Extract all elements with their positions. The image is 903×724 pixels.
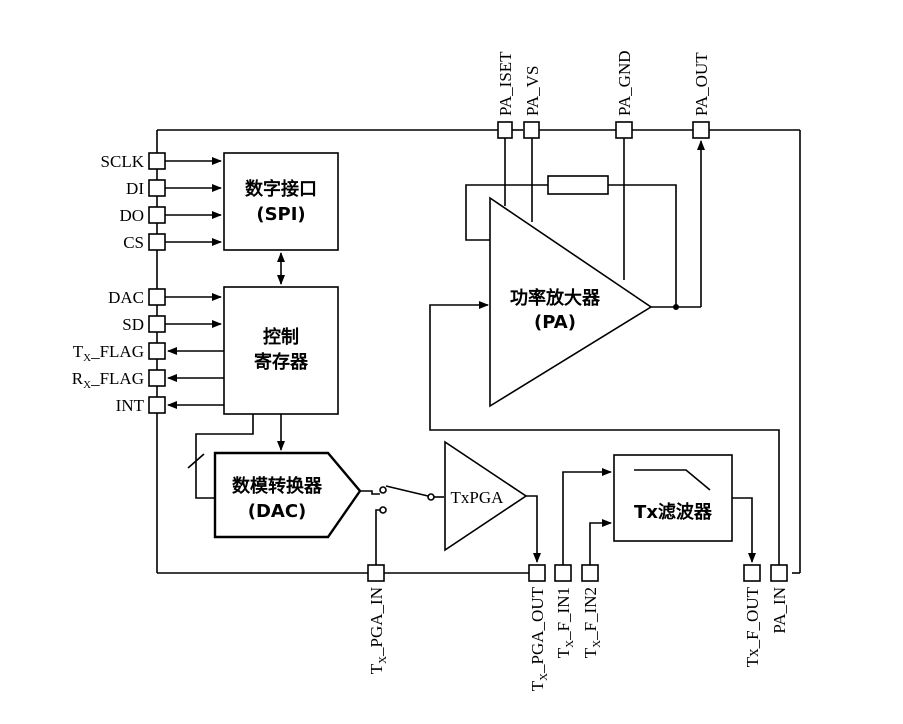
lowpass-icon xyxy=(634,469,711,491)
label-dac: DAC xyxy=(108,288,144,307)
switch-common xyxy=(427,493,435,501)
label-do: DO xyxy=(119,206,144,225)
dac-label: 数模转换器 xyxy=(232,475,323,497)
label-di: DI xyxy=(126,179,144,198)
label-int: INT xyxy=(116,396,145,415)
label-tx-pga-in: TX_PGA_IN xyxy=(367,587,389,674)
pin-pa-in[interactable] xyxy=(770,564,788,582)
pin-tx-pga-out[interactable] xyxy=(528,564,546,582)
pin-tx-f-out[interactable] xyxy=(743,564,761,582)
top-pins: PA_ISET PA_VS PA_GND PA_OUT xyxy=(496,50,711,139)
dac-block: 数模转换器 (DAC) xyxy=(213,451,362,539)
register-label: 控制 xyxy=(263,326,299,348)
label-tx-f-in2: TX_F_IN2 xyxy=(581,587,603,658)
switch-contact-a xyxy=(379,486,387,494)
txpga-label: TxPGA xyxy=(451,488,505,507)
label-cs: CS xyxy=(123,233,144,252)
spi-label: 数字接口 xyxy=(245,178,317,200)
pin-sd[interactable] xyxy=(148,315,166,333)
spi-block: 数字接口 (SPI) xyxy=(223,152,339,251)
label-tx-pga-out: TX_PGA_OUT xyxy=(528,586,550,691)
pin-pa-out[interactable] xyxy=(692,121,710,139)
filter-label: Tx滤波器 xyxy=(634,501,713,523)
pin-tx-flag[interactable] xyxy=(148,342,166,360)
label-pa-out: PA_OUT xyxy=(692,52,711,116)
pin-pa-iset[interactable] xyxy=(497,121,513,139)
pin-tx-pga-in[interactable] xyxy=(367,564,385,582)
chip-outline xyxy=(156,129,801,574)
spi-label-sub: (SPI) xyxy=(256,204,305,225)
pin-cs[interactable] xyxy=(148,233,166,251)
pin-dac[interactable] xyxy=(148,288,166,306)
left-pins: SCLK DI DO CS DAC SD TX_FLAG RX_FLAG INT xyxy=(72,152,166,415)
pa-label: 功率放大器 xyxy=(510,287,601,309)
label-rx-flag: RX_FLAG xyxy=(72,369,144,391)
switch-blade xyxy=(385,485,429,497)
pin-di[interactable] xyxy=(148,179,166,197)
pin-pa-gnd[interactable] xyxy=(615,121,633,139)
tx-filter-block: Tx滤波器 xyxy=(613,454,733,542)
label-pa-iset: PA_ISET xyxy=(496,51,515,116)
switch-contact-b xyxy=(379,506,387,514)
label-pa-in: PA_IN xyxy=(770,587,789,634)
output-node xyxy=(673,304,679,310)
pin-sclk[interactable] xyxy=(148,152,166,170)
pin-tx-f-in1[interactable] xyxy=(554,564,572,582)
label-pa-gnd: PA_GND xyxy=(615,50,634,116)
label-tx-f-in1: TX_F_IN1 xyxy=(554,587,576,658)
control-register-block: 控制 寄存器 xyxy=(223,286,339,415)
feedback-resistor xyxy=(547,175,609,195)
label-pa-vs: PA_VS xyxy=(523,66,542,116)
label-tx-flag: TX_FLAG xyxy=(73,342,144,364)
label-sd: SD xyxy=(122,315,144,334)
label-tx-f-out: Tx_F_OUT xyxy=(743,586,762,667)
power-amplifier-block: 功率放大器 (PA) xyxy=(489,196,653,408)
label-sclk: SCLK xyxy=(101,152,145,171)
txpga-block: TxPGA xyxy=(444,440,528,552)
bottom-pins: TX_PGA_IN TX_PGA_OUT TX_F_IN1 TX_F_IN2 T… xyxy=(367,564,789,691)
pin-int[interactable] xyxy=(148,396,166,414)
pin-pa-vs[interactable] xyxy=(523,121,540,139)
pin-tx-f-in2[interactable] xyxy=(581,564,599,582)
pin-rx-flag[interactable] xyxy=(148,369,166,387)
pin-do[interactable] xyxy=(148,206,166,224)
dac-label-sub: (DAC) xyxy=(248,501,307,522)
pa-label-sub: (PA) xyxy=(534,312,576,333)
register-label-sub: 寄存器 xyxy=(254,351,309,373)
